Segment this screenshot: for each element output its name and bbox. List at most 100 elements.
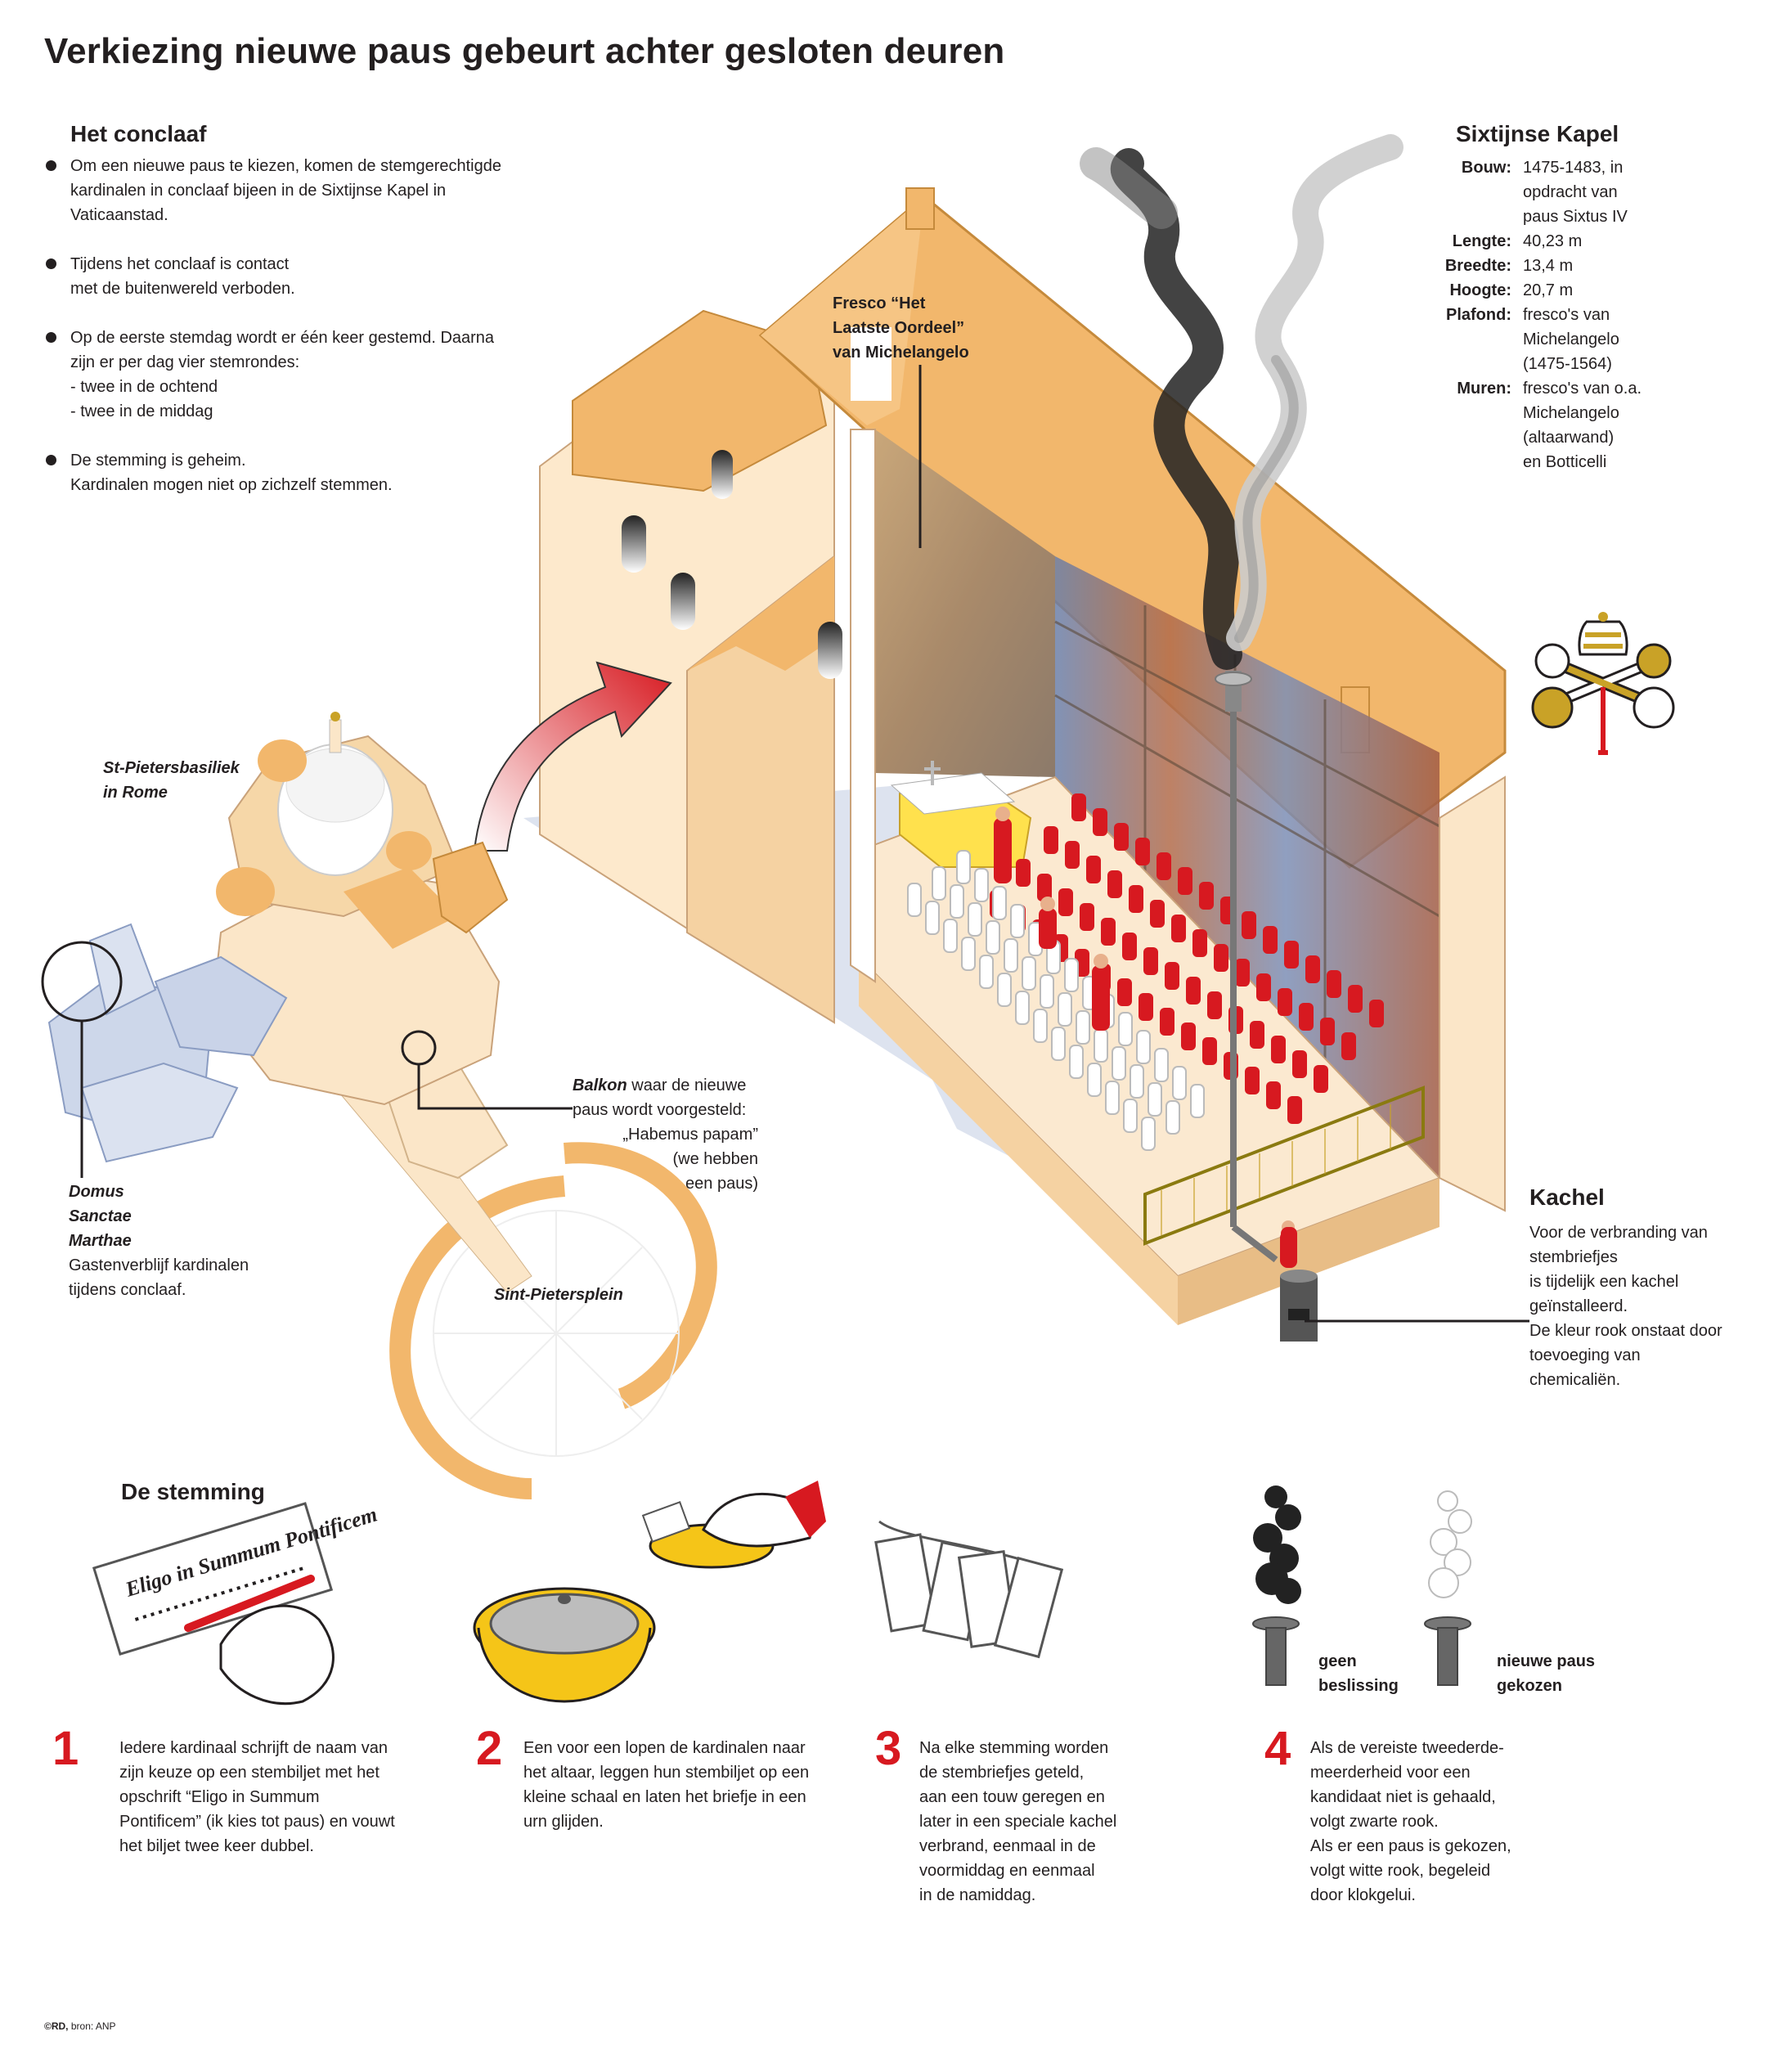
writing-hand <box>219 1604 335 1706</box>
step-text: Na elke stemming worden de stembriefjes … <box>919 1736 1116 1908</box>
step-line: aan een touw geregen en <box>919 1788 1105 1806</box>
domus-label-line: Marthae <box>69 1232 132 1250</box>
step-line: kandidaat niet is gehaald, <box>1310 1788 1496 1806</box>
domus-label: Domus Sanctae Marthae <box>69 1180 132 1253</box>
fact-row: Bouw: 1475-1483, in opdracht van paus Sixtu… <box>1423 155 1646 229</box>
step-text: Een voor een lopen de kardinalen naar he… <box>523 1736 809 1834</box>
domus-label-line: Sanctae <box>69 1207 132 1225</box>
smoke-black-icon <box>1252 1485 1301 1686</box>
fresco-label-line: van Michelangelo <box>833 344 969 362</box>
urn-illustration <box>473 1481 826 1703</box>
step-line: verbrand, eenmaal in de <box>919 1837 1096 1855</box>
stove-description-line: is tijdelijk een kachel <box>1529 1273 1679 1291</box>
smoke-white-icon <box>1424 1490 1472 1686</box>
fact-value: 13,4 m <box>1523 257 1574 275</box>
conclaaf-bullet: Om een nieuwe paus te kiezen, komen de s… <box>44 154 502 227</box>
kapel-heading: Sixtijnse Kapel <box>1456 121 1619 146</box>
step-number: 3 <box>875 1722 902 1775</box>
bullet-line: - twee in de middag <box>70 402 213 420</box>
bullet-line: Tijdens het conclaaf is contact <box>70 255 290 273</box>
domus-description-line: Gastenverblijf kardinalen <box>69 1256 249 1274</box>
ballots-on-string <box>874 1520 1064 1659</box>
stove-description-line: geïnstalleerd. <box>1529 1297 1628 1315</box>
step-line: Iedere kardinaal schrijft de naam van <box>119 1739 388 1757</box>
stove-description: Voor de verbranding van stembriefjes is … <box>1529 1220 1722 1392</box>
fact-value: (altaarwand) <box>1523 429 1615 447</box>
bullet-line: Vaticaanstad. <box>70 206 168 224</box>
bullet-line: met de buitenwereld verboden. <box>70 280 295 298</box>
bullet-line: Op de eerste stemdag wordt er één keer g… <box>70 329 495 347</box>
conclaaf-bullet: Tijdens het conclaaf is contact met de b… <box>44 252 502 301</box>
smoke-white-label-line: nieuwe paus <box>1497 1652 1596 1670</box>
credit-owner: ©RD, <box>44 2020 69 2032</box>
bullet-line: De stemming is geheim. <box>70 452 246 470</box>
stove-description-line: toevoeging van <box>1529 1346 1641 1364</box>
stemming-heading: De stemming <box>121 1479 265 1504</box>
credit: ©RD, bron: ANP <box>44 2020 116 2032</box>
fact-value: en Botticelli <box>1523 453 1607 471</box>
fact-value: fresco's van o.a. <box>1523 380 1642 398</box>
fact-key: Bouw: <box>1461 159 1511 177</box>
step-line: in de namiddag. <box>919 1886 1036 1904</box>
fresco-label: Fresco “Het Laatste Oordeel” van Michela… <box>833 291 969 365</box>
balcony-label-quote: „Habemus papam” (we hebben een paus) <box>622 1122 758 1196</box>
conclaaf-bullet: De stemming is geheim. Kardinalen mogen … <box>44 448 502 497</box>
cardinals-red <box>990 793 1384 1124</box>
fact-key: Hoogte: <box>1449 281 1511 299</box>
step-line: volgt witte rook, begeleid <box>1310 1862 1491 1880</box>
page-title: Verkiezing nieuwe paus gebeurt achter ge… <box>44 31 1005 71</box>
step-line: het altaar, leggen hun stembiljet op een <box>523 1764 810 1782</box>
fresco-label-line: Laatste Oordeel” <box>833 319 965 337</box>
step-number: 2 <box>476 1722 503 1775</box>
sistine-chapel-mini <box>432 841 509 934</box>
wall-frescoes <box>1055 556 1439 1178</box>
fact-row: Breedte: 13,4 m <box>1423 254 1646 278</box>
step-line: later in een speciale kachel <box>919 1813 1117 1831</box>
basilica-label-line: St-Pietersbasiliek <box>103 759 240 777</box>
stove <box>1280 1270 1318 1342</box>
step-line: meerderheid voor een <box>1310 1764 1471 1782</box>
papal-coat-of-arms <box>1531 612 1675 755</box>
fact-value: opdracht van <box>1523 183 1618 201</box>
step-text: Als de vereiste tweederde- meerderheid v… <box>1310 1736 1511 1908</box>
basilica-label-line: in Rome <box>103 784 168 802</box>
stove-heading: Kachel <box>1529 1184 1605 1210</box>
fact-key: Breedte: <box>1444 257 1511 275</box>
balcony-label-line: paus wordt voorgesteld: <box>573 1101 747 1119</box>
step-line: opschrift “Eligo in Summum <box>119 1788 320 1806</box>
pen <box>184 1575 315 1632</box>
fresco-label-line: Fresco “Het <box>833 294 926 312</box>
chapel-annex-roof <box>572 309 828 492</box>
bullet-line: kardinalen in conclaaf bijeen in de Sixt… <box>70 182 447 200</box>
conclaaf-heading: Het conclaaf <box>70 121 207 146</box>
fact-value: (1475-1564) <box>1523 355 1612 373</box>
stove-description-line: De kleur rook onstaat door <box>1529 1322 1722 1340</box>
fact-value: 1475-1483, in <box>1523 159 1624 177</box>
bullet-line: zijn er per dag vier stemrondes: <box>70 353 300 371</box>
step-line: urn glijden. <box>523 1813 604 1831</box>
bullet-line: Om een nieuwe paus te kiezen, komen de s… <box>70 157 501 175</box>
basilica-label: St-Pietersbasiliek in Rome <box>103 756 240 805</box>
fact-value: 40,23 m <box>1523 232 1583 250</box>
square-label: Sint-Pietersplein <box>494 1286 623 1304</box>
stove-description-line: chemicaliën. <box>1529 1371 1621 1389</box>
step-line: door klokgelui. <box>1310 1886 1416 1904</box>
fact-value: Michelangelo <box>1523 330 1619 348</box>
ballot-illustration <box>92 1502 334 1656</box>
stove-description-line: stembriefjes <box>1529 1248 1618 1266</box>
smoke-black-label: geen beslissing <box>1318 1649 1399 1698</box>
zoom-arrow <box>473 661 672 852</box>
fact-row: Hoogte:20,7 m <box>1423 278 1646 303</box>
conclaaf-bullet: Op de eerste stemdag wordt er één keer g… <box>44 326 502 424</box>
step-line: kleine schaal en laten het briefje in ee… <box>523 1788 806 1806</box>
bullet-line: - twee in de ochtend <box>70 378 218 396</box>
step-line: de stembriefjes geteld, <box>919 1764 1085 1782</box>
step-line: volgt zwarte rook. <box>1310 1813 1439 1831</box>
fact-value: paus Sixtus IV <box>1523 208 1628 226</box>
smoke-white-label-line: gekozen <box>1497 1677 1563 1695</box>
fact-key: Plafond: <box>1446 306 1511 324</box>
domus-description-line: tijdens conclaaf. <box>69 1281 186 1299</box>
grille-screen <box>1143 1085 1425 1246</box>
step-line: het biljet twee keer dubbel. <box>119 1837 314 1855</box>
fact-key: Lengte: <box>1452 232 1511 250</box>
